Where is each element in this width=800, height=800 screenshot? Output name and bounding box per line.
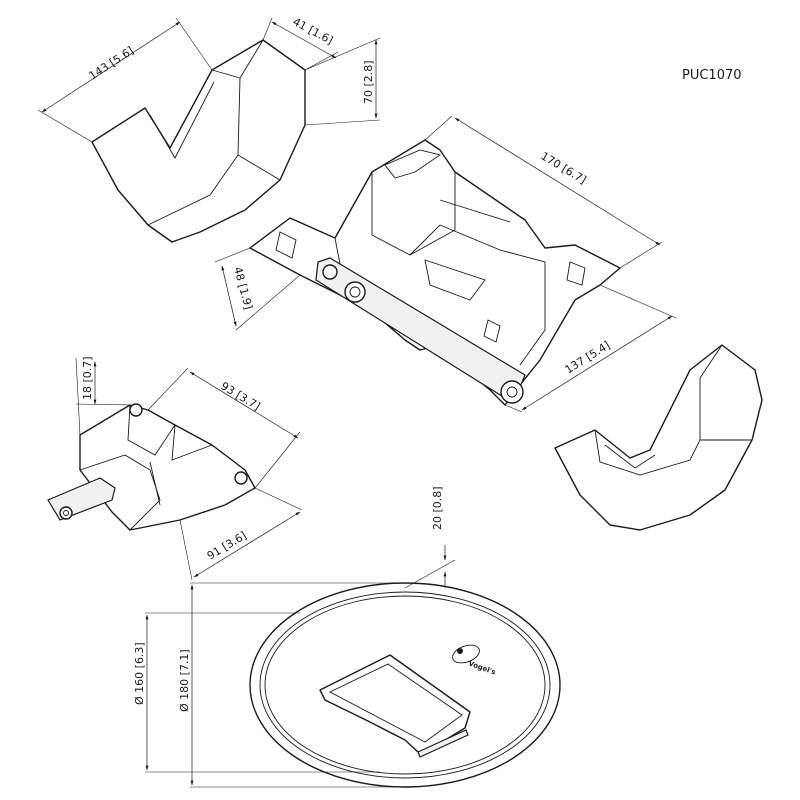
dim-bracket-height: 48 [1.9]: [231, 265, 255, 310]
dim-cover-a-depth: 41 [1.6]: [291, 15, 336, 47]
round-plate: [249, 582, 561, 788]
cover-part-a: [91, 39, 306, 243]
dim-cover-a-height: 70 [2.8]: [362, 60, 375, 104]
dim-clamp-length: 93 [3.7]: [218, 379, 262, 413]
cover-part-b: [554, 344, 763, 531]
dim-plate-inner-dia: Ø 160 [6.3]: [133, 642, 146, 705]
clamp-part: [47, 403, 256, 531]
dim-cover-a-length: 143 [5.6]: [87, 44, 136, 82]
plate-dimensions: Ø 180 [7.1] Ø 160 [6.3] 20 [0.8]: [133, 486, 456, 788]
dim-plate-outer-dia: Ø 180 [7.1]: [178, 649, 191, 712]
dim-bracket-length: 170 [6.7]: [538, 149, 588, 186]
dim-clamp-height: 18 [0.7]: [81, 356, 94, 400]
model-label: PUC1070: [682, 68, 742, 83]
dim-plate-height: 20 [0.8]: [431, 486, 444, 530]
dim-clamp-width: 91 [3.6]: [205, 529, 249, 563]
